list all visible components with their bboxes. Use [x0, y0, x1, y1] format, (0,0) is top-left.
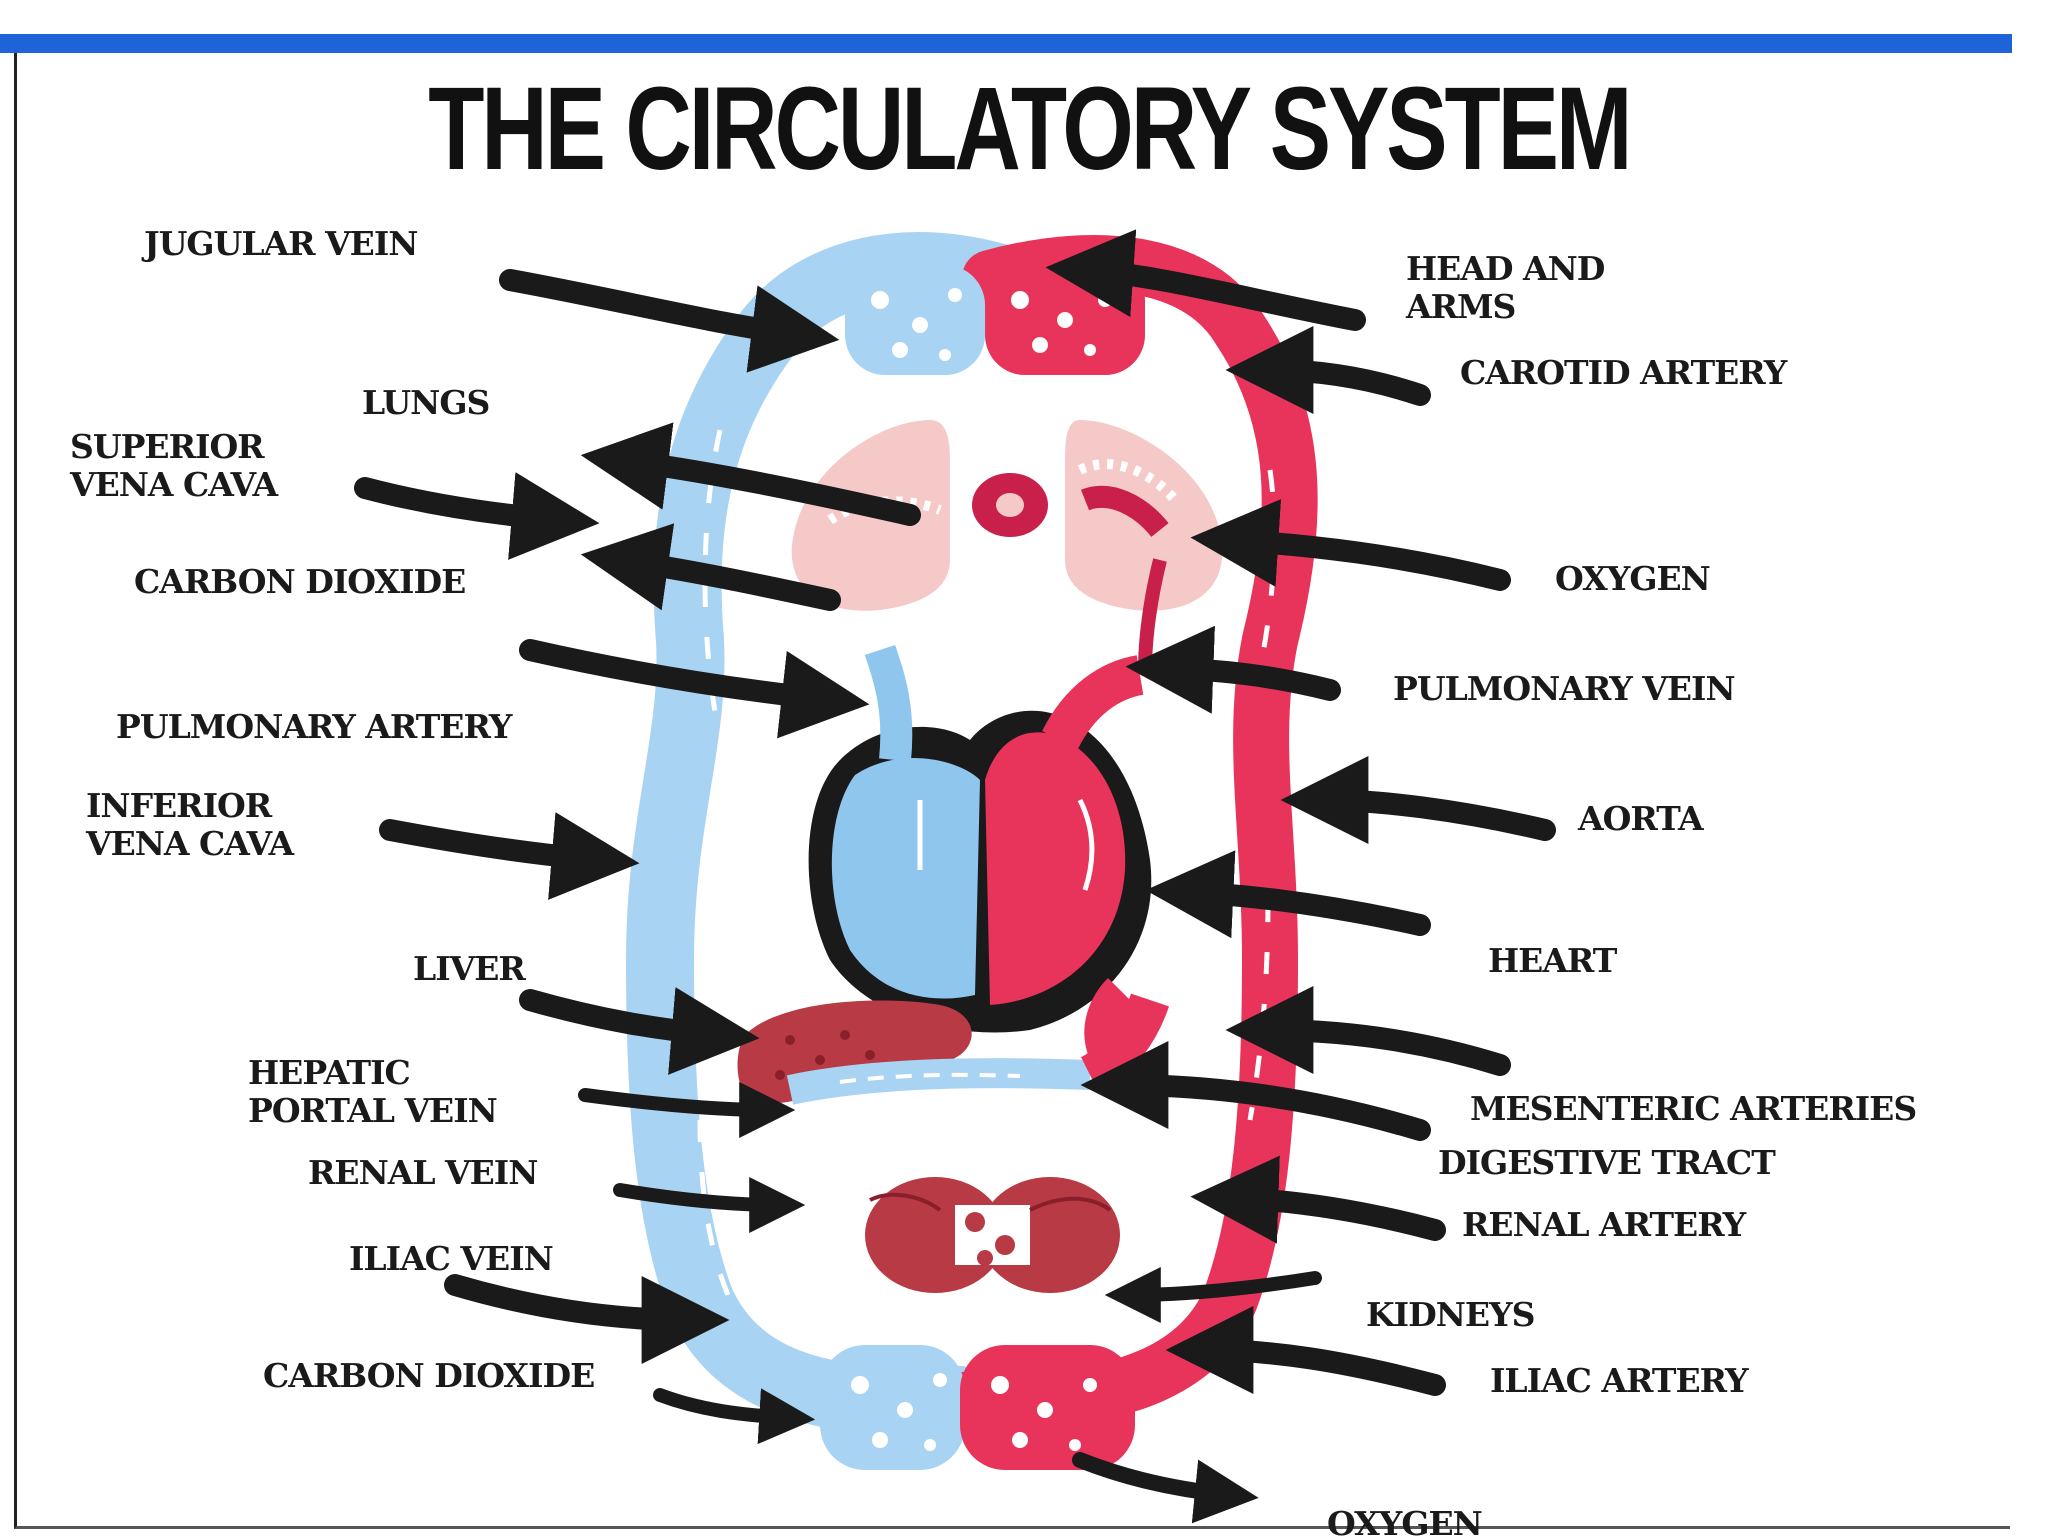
heart — [808, 644, 1152, 1033]
lower-capillaries — [820, 1345, 1135, 1470]
arrows — [354, 229, 1556, 1524]
arrow-mesenteric-arteries — [1225, 986, 1511, 1076]
label-pulmonary-artery: PULMONARY ARTERY — [116, 707, 512, 746]
label-carotid-artery: CAROTID ARTERY — [1460, 353, 1787, 392]
label-liver: LIVER — [413, 949, 526, 988]
arrow-head-and-arms — [1045, 229, 1366, 331]
arrow-liver — [519, 987, 760, 1075]
label-oxygen-bottom: OXYGEN — [1327, 1504, 1483, 1536]
arrow-aorta — [1280, 756, 1556, 845]
arrow-hepatic-portal-vein — [578, 1081, 796, 1138]
window-top-bar — [0, 34, 2012, 53]
arrow-inferior-vena-cava — [379, 812, 640, 900]
arrow-lungs — [580, 422, 921, 526]
label-carbon-dioxide-bottom: CARBON DIOXIDE — [263, 1356, 595, 1395]
arrow-carbon-dioxide-bottom — [653, 1388, 816, 1445]
label-renal-artery: RENAL ARTERY — [1462, 1205, 1746, 1244]
label-renal-vein: RENAL VEIN — [308, 1153, 538, 1192]
arrow-iliac-vein — [444, 1274, 730, 1364]
label-aorta: AORTA — [1578, 799, 1704, 838]
arrow-renal-artery — [1190, 1155, 1446, 1244]
head-capillaries — [845, 260, 1145, 375]
arrow-jugular-vein — [499, 269, 840, 373]
label-iliac-vein: ILIAC VEIN — [349, 1239, 554, 1278]
label-lungs: LUNGS — [362, 383, 490, 422]
arrow-oxygen-top — [1190, 499, 1511, 591]
arrow-kidneys — [1104, 1266, 1322, 1323]
label-pulmonary-vein: PULMONARY VEIN — [1393, 669, 1736, 708]
arrow-renal-vein — [613, 1176, 806, 1233]
arrow-pulmonary-vein — [1125, 625, 1341, 714]
label-jugular-vein: JUGULAR VEIN — [144, 224, 418, 263]
label-carbon-dioxide-top: CARBON DIOXIDE — [134, 562, 466, 601]
diagram-title: THE CIRCULATORY SYSTEM — [428, 63, 1632, 195]
label-mesenteric-arteries: MESENTERIC ARTERIES — [1470, 1089, 1917, 1128]
arrow-digestive-tract — [1080, 1041, 1431, 1141]
arrow-carotid-artery — [1225, 326, 1431, 415]
label-iliac-artery: ILIAC ARTERY — [1490, 1361, 1749, 1400]
kidneys — [865, 1177, 1120, 1293]
lungs — [791, 420, 1223, 671]
label-kidneys: KIDNEYS — [1366, 1295, 1535, 1334]
label-heart: HEART — [1488, 941, 1617, 980]
label-hepatic-portal-vein: HEPATIC PORTAL VEIN — [248, 1053, 498, 1130]
arrow-carbon-dioxide-top — [580, 523, 841, 611]
label-superior-vena-cava: SUPERIOR VENA CAVA — [70, 427, 278, 504]
arrow-oxygen-bottom — [1072, 1452, 1259, 1524]
arrow-iliac-artery — [1165, 1306, 1446, 1396]
label-head-and-arms: HEAD AND ARMS — [1406, 249, 1605, 326]
arrow-superior-vena-cava — [354, 472, 600, 560]
label-digestive-tract: DIGESTIVE TRACT — [1438, 1143, 1776, 1182]
label-oxygen-top: OXYGEN — [1555, 559, 1711, 598]
arrow-pulmonary-artery — [519, 639, 870, 739]
arrow-heart — [1145, 850, 1431, 939]
diagram-frame — [14, 53, 2010, 1529]
label-inferior-vena-cava: INFERIOR VENA CAVA — [86, 786, 294, 863]
